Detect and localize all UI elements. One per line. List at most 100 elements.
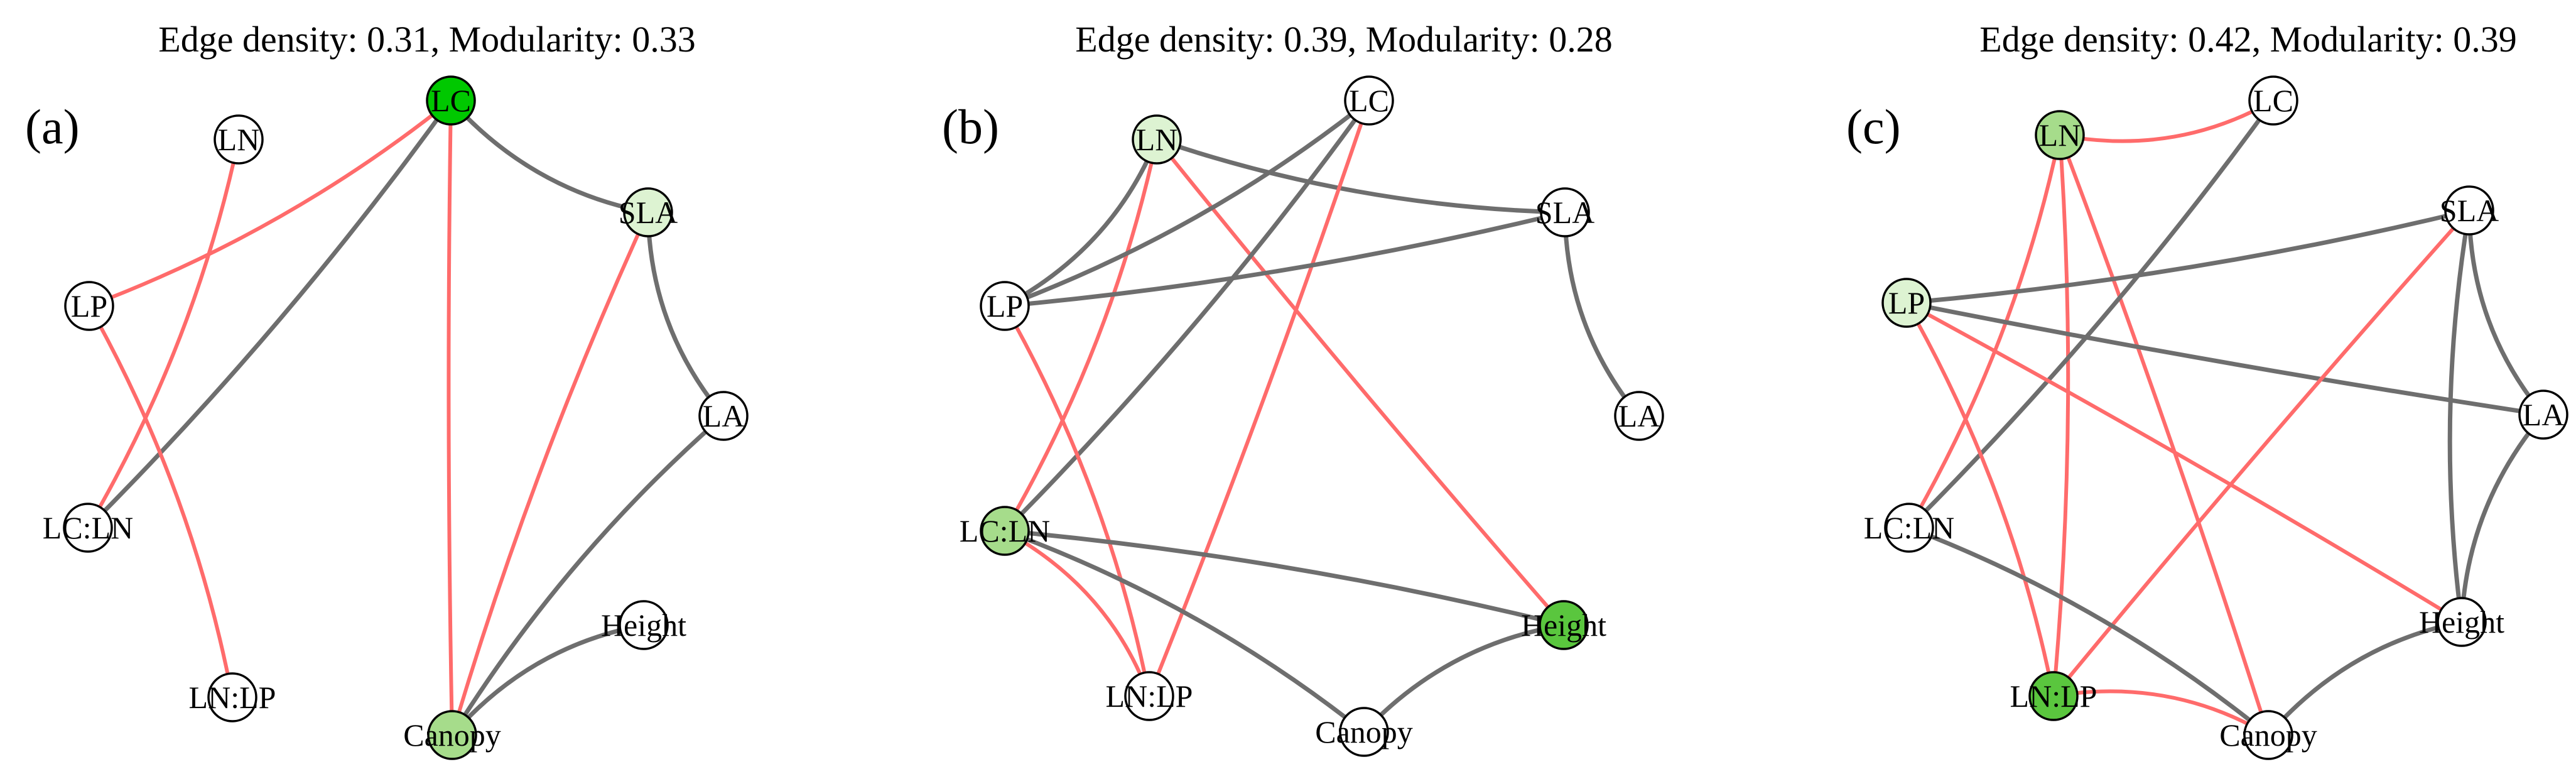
edges <box>85 98 726 738</box>
node-lc: LC <box>2248 75 2298 126</box>
panel-title: Edge density: 0.31, Modularity: 0.33 <box>158 19 695 60</box>
node-circle <box>1884 503 1934 553</box>
node-circle <box>63 503 113 553</box>
node-height: Height <box>1521 600 1606 650</box>
node-label: LN <box>1136 122 1178 157</box>
node-ln: LN <box>214 114 264 165</box>
node-circle <box>427 710 477 760</box>
node-label: LN <box>2039 117 2081 153</box>
panel-label: (c) <box>1846 99 1901 154</box>
node-canopy: Canopy <box>1315 707 1413 757</box>
edge-lp-height-positive <box>1905 301 2464 624</box>
node-circle <box>2248 75 2298 126</box>
node-ln: LN <box>1132 114 1182 165</box>
edge-lc-lcln-negative <box>1002 98 1372 533</box>
node-canopy: Canopy <box>403 710 501 760</box>
edge-sla-canopy-positive <box>450 210 650 737</box>
node-circle <box>2437 597 2487 647</box>
edge-lp-lnlp-positive <box>1003 304 1151 698</box>
node-label: LN:LP <box>1106 678 1193 714</box>
node-label: LA <box>1618 398 1660 433</box>
node-la: LA <box>2518 389 2568 440</box>
edge-lc-lp-negative <box>1002 98 1372 308</box>
edge-ln-canopy-positive <box>2058 133 2270 737</box>
node-label: LN:LP <box>2010 678 2097 714</box>
node-label: Height <box>2419 604 2504 640</box>
panel-title: Edge density: 0.39, Modularity: 0.28 <box>1075 19 1612 60</box>
network-panel-a: Edge density: 0.31, Modularity: 0.33 (a)… <box>25 19 749 760</box>
edge-lcln-canopy-negative <box>1002 528 1366 734</box>
node-lp: LP <box>980 281 1030 331</box>
node-circle <box>619 600 669 650</box>
node-label: LP <box>987 288 1023 324</box>
node-circle <box>64 281 114 331</box>
node-circle <box>2518 389 2568 440</box>
edge-lcln-lnlp-positive <box>1003 529 1151 698</box>
panel-title: Edge density: 0.42, Modularity: 0.39 <box>1979 19 2516 60</box>
edges <box>1002 98 1642 734</box>
edges <box>1904 98 2546 738</box>
edge-lcln-canopy-negative <box>1907 525 2271 738</box>
edge-lp-sla-negative <box>1904 208 2472 305</box>
node-circle <box>2243 710 2293 760</box>
node-label: SLA <box>619 195 678 230</box>
node-circle <box>1132 114 1182 165</box>
node-label: Height <box>601 607 686 643</box>
node-label: Canopy <box>2219 717 2317 753</box>
node-label: LA <box>703 398 745 433</box>
node-label: LA <box>2523 397 2565 432</box>
node-circle <box>1540 187 1590 237</box>
node-circle <box>1539 600 1589 650</box>
panel-label: (b) <box>942 99 999 154</box>
edge-ln-lcln-positive <box>1907 133 2062 530</box>
node-label: LC <box>431 83 471 118</box>
edge-lp-sla-negative <box>1002 210 1567 308</box>
node-label: SLA <box>1535 195 1594 230</box>
node-lc: LC <box>1344 75 1394 126</box>
node-circle <box>214 114 264 165</box>
node-circle <box>1124 671 1174 721</box>
node-la: LA <box>698 391 749 441</box>
network-panel-b: Edge density: 0.39, Modularity: 0.28 (b)… <box>942 19 1664 757</box>
node-label: LC:LN <box>960 513 1050 548</box>
edge-sla-height-negative <box>2447 208 2472 624</box>
node-label: Canopy <box>1315 714 1413 749</box>
node-label: LC <box>2253 83 2293 118</box>
node-circle <box>207 672 257 722</box>
edge-sla-la-negative <box>646 210 726 418</box>
edge-lc-lcln-negative <box>1907 98 2276 530</box>
node-label: LC <box>1349 83 1389 118</box>
node-label: SLA <box>2440 193 2499 228</box>
edge-sla-la-negative <box>1562 210 1642 418</box>
node-circle <box>980 281 1030 331</box>
node-label: LP <box>1888 285 1925 320</box>
edge-lc-lp-positive <box>87 99 453 308</box>
node-height: Height <box>601 600 686 650</box>
node-lp: LP <box>64 281 114 331</box>
node-sla: SLA <box>1535 187 1594 237</box>
panel-label: (a) <box>25 99 80 154</box>
edge-la-height-negative <box>2459 412 2546 624</box>
node-lp: LP <box>1881 278 1932 328</box>
node-circle <box>1339 707 1389 757</box>
edge-ln-lc-positive <box>2058 99 2275 143</box>
edge-ln-sla-negative <box>1154 137 1567 215</box>
edge-lc-lnlp-positive <box>1147 99 1371 698</box>
node-la: LA <box>1614 391 1664 441</box>
node-height: Height <box>2419 597 2504 647</box>
node-circle <box>980 506 1030 556</box>
node-circle <box>2035 110 2085 160</box>
edge-lcln-height-negative <box>1002 528 1566 628</box>
network-panel-c: Edge density: 0.42, Modularity: 0.39 (c)… <box>1846 19 2568 760</box>
node-lcln: LC:LN <box>43 503 133 553</box>
node-sla: SLA <box>2440 185 2499 236</box>
node-circle <box>426 75 476 126</box>
node-label: LC:LN <box>43 510 133 545</box>
node-circle <box>2028 671 2079 721</box>
node-label: Height <box>1521 607 1606 643</box>
node-label: Canopy <box>403 717 501 753</box>
node-sla: SLA <box>619 187 678 237</box>
